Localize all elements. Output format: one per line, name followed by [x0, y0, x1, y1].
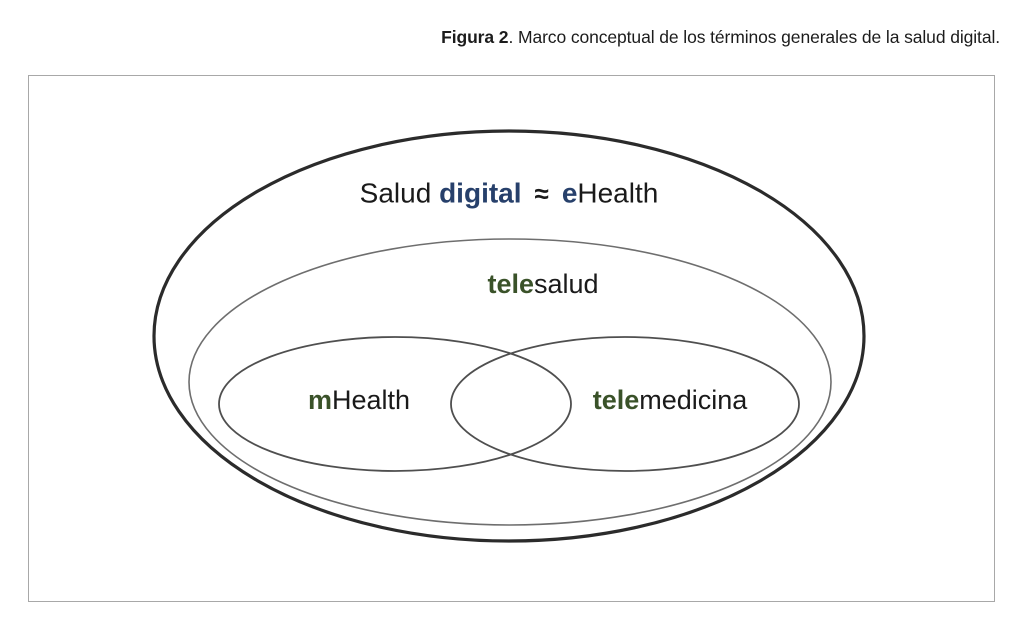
ellipse-mhealth	[218, 336, 572, 472]
label-mhealth-prefix: m	[307, 385, 332, 416]
approximately-equal-icon: ≈	[534, 178, 549, 209]
label-telemedicina-prefix: tele	[592, 385, 640, 416]
label-word-digital: digital	[439, 177, 522, 209]
caption-figure-number: Figura 2	[441, 27, 509, 47]
label-word-e: e	[561, 177, 578, 209]
label-telesalud: telesalud	[487, 269, 599, 300]
label-word-health: Health	[577, 177, 659, 209]
figure-caption: Figura 2. Marco conceptual de los términ…	[0, 26, 1000, 48]
figure-frame: Salud digital≈eHealth telesalud mHealth …	[28, 75, 995, 602]
ellipse-telesalud	[188, 238, 832, 526]
venn-diagram: Salud digital≈eHealth telesalud mHealth …	[29, 76, 996, 603]
ellipse-telemedicina	[450, 336, 800, 472]
ellipse-salud-digital	[152, 129, 866, 543]
label-mhealth-suffix: Health	[331, 385, 411, 416]
venn-ellipses-svg	[152, 129, 866, 543]
label-word-salud: Salud	[359, 177, 440, 209]
label-salud-digital: Salud digital ≈ eHealth	[359, 177, 659, 210]
label-telemedicina: telemedicina	[592, 385, 748, 416]
label-mhealth: mHealth	[307, 385, 411, 416]
label-telemedicina-suffix: medicina	[639, 385, 748, 416]
label-telesalud-prefix: tele	[487, 269, 534, 300]
label-telesalud-suffix: salud	[533, 269, 599, 300]
caption-text: . Marco conceptual de los términos gener…	[508, 27, 1000, 47]
